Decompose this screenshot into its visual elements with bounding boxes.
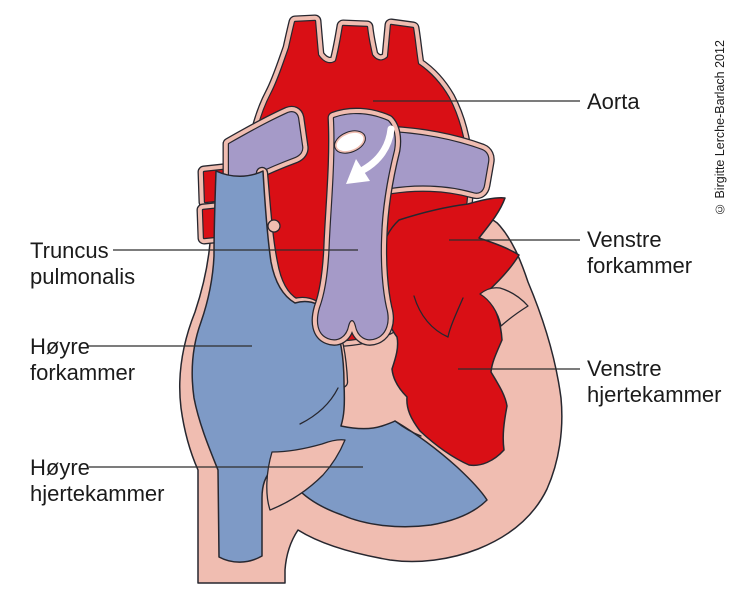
leader-lines (88, 100, 580, 468)
left-av-groove (479, 287, 529, 327)
atrioventricular-fold (266, 439, 346, 511)
label-venstre-forkammer: Venstre forkammer (587, 227, 693, 279)
label-hoyre-hjertekammer: Høyre hjertekammer (30, 455, 165, 507)
label-aorta: Aorta (587, 89, 640, 114)
label-truncus-pulmonalis: Truncus pulmonalis (30, 238, 136, 290)
cut-vessel-dot (267, 219, 281, 233)
vessel-opening (334, 130, 366, 154)
label-hoyre-forkammer: Høyre forkammer (30, 334, 136, 386)
blood-flow-arrow (346, 125, 395, 184)
left-heart-red-region (380, 197, 520, 467)
copyright-credit: © Birgitte Lerche-Barlach 2012 (713, 40, 727, 216)
label-venstre-hjertekammer: Venstre hjertekammer (587, 356, 722, 408)
right-heart-blue-region (191, 170, 488, 563)
